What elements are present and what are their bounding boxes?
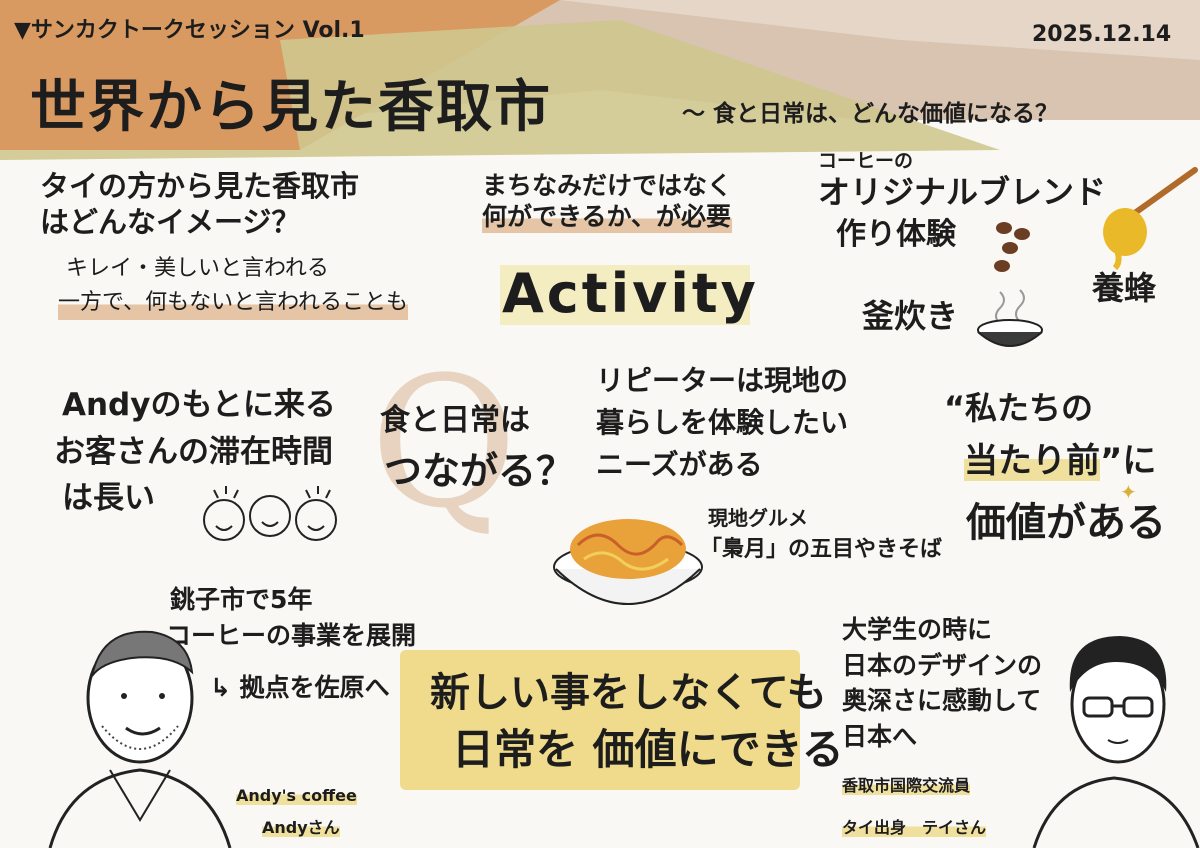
repeater-note: リピーターは現地の 暮らしを体験したい ニーズがある: [596, 360, 848, 486]
svg-text:Q: Q: [370, 339, 518, 548]
thai-view-question: タイの方から見た香取市 はどんなイメージ？: [40, 168, 359, 241]
question-line2: つながる？: [384, 449, 575, 493]
page-subtitle: 〜 食と日常は、どんな価値になる？: [682, 101, 1059, 127]
andy-caption-line1: Andy's coffee: [236, 786, 357, 805]
andy-stay-line3: は長い: [62, 480, 155, 516]
conclusion-line2: 日常を 価値にできる: [452, 725, 844, 774]
local-food-label: 現地グルメ: [708, 506, 808, 530]
kamadaki-label: 釜炊き: [862, 297, 959, 335]
atarimae-line3: 価値がある: [966, 500, 1166, 546]
rice-pot-icon: [977, 289, 1043, 347]
tei-bio-line2: 日本のデザインの: [842, 650, 1043, 680]
happy-faces-illustration: [203, 486, 337, 541]
repeater-line3: ニーズがある: [596, 448, 763, 481]
activity-word: Activity: [502, 262, 759, 325]
arrow-icon: ↳: [210, 673, 231, 702]
sparkle-icon: ✦: [1120, 480, 1137, 504]
page-title: 世界から見た香取市: [30, 75, 552, 140]
question-line1: 食と日常は: [380, 403, 530, 438]
atarimae-line1: “私たちの: [944, 389, 1094, 427]
thai-question-line2: はどんなイメージ？: [40, 205, 301, 240]
tei-bio-line1: 大学生の時に: [842, 615, 993, 644]
andy-bio-line1: 銚子市で5年: [170, 585, 313, 614]
youhou-label: 養蜂: [1092, 269, 1157, 307]
tei-caption-line2: タイ出身 テイさん: [842, 818, 987, 837]
yakisoba-illustration: [553, 519, 703, 605]
thai-question-line1: タイの方から見た香取市: [40, 169, 360, 203]
repeater-line1: リピーターは現地の: [596, 364, 849, 397]
atarimae-highlight: 当たり前: [964, 441, 1100, 481]
andy-caption-line2: Andyさん: [262, 818, 340, 837]
activity-line2: 何ができるか、が必要: [482, 201, 733, 233]
thai-view-answer: キレイ・美しいと言われる 一方で、何もないと言われることも: [58, 252, 409, 321]
tei-bio-line3: 奥深さに感動して: [842, 686, 1042, 715]
tei-bio-line4: 日本へ: [842, 721, 918, 751]
repeater-line2: 暮らしを体験したい: [596, 406, 849, 439]
honey-dipper-icon: [1103, 167, 1198, 270]
tei-portrait: [1032, 636, 1200, 848]
atarimae-suffix: ”に: [1100, 441, 1157, 481]
series-label: ▼サンカクトークセッション Vol.1: [14, 18, 365, 43]
coffee-blend-label: コーヒーの: [818, 150, 914, 172]
thai-answer-line1: キレイ・美しいと言われる: [66, 256, 329, 281]
activity-line1: まちなみだけではなく: [482, 171, 733, 200]
tei-bio: 大学生の時に 日本のデザインの 奥深さに感動して 日本へ: [842, 612, 1042, 754]
conclusion-line1: 新しい事をしなくても: [430, 670, 827, 716]
andy-portrait: [48, 630, 232, 848]
tei-caption-line1: 香取市国際交流員: [842, 776, 971, 795]
andy-stay-line1: Andyのもとに来る: [62, 387, 336, 423]
andy-bio-line3: ↳ 拠点を佐原へ: [210, 673, 390, 702]
atarimae-line2: 当たり前”に: [964, 440, 1156, 483]
activity-note: まちなみだけではなく 何ができるか、が必要: [482, 170, 733, 233]
andy-stay-note: Andyのもとに来る お客さんの滞在時間 は長い: [54, 382, 336, 522]
coffee-beans-icon: [994, 222, 1030, 272]
coffee-blend-experience: 作り体験: [836, 217, 956, 252]
andy-stay-line2: お客さんの滞在時間: [54, 433, 333, 470]
date-label: 2025.12.14: [1032, 22, 1172, 47]
coffee-blend-title: オリジナルブレンド: [818, 173, 1107, 211]
andy-bio-line2: コーヒーの事業を展開: [166, 621, 417, 651]
andy-bio: 銚子市で5年 コーヒーの事業を展開: [166, 582, 416, 655]
local-food-name: 「梟月」の五目やきそば: [700, 537, 943, 562]
thai-answer-line2: 一方で、何もないと言われることも: [58, 286, 409, 321]
